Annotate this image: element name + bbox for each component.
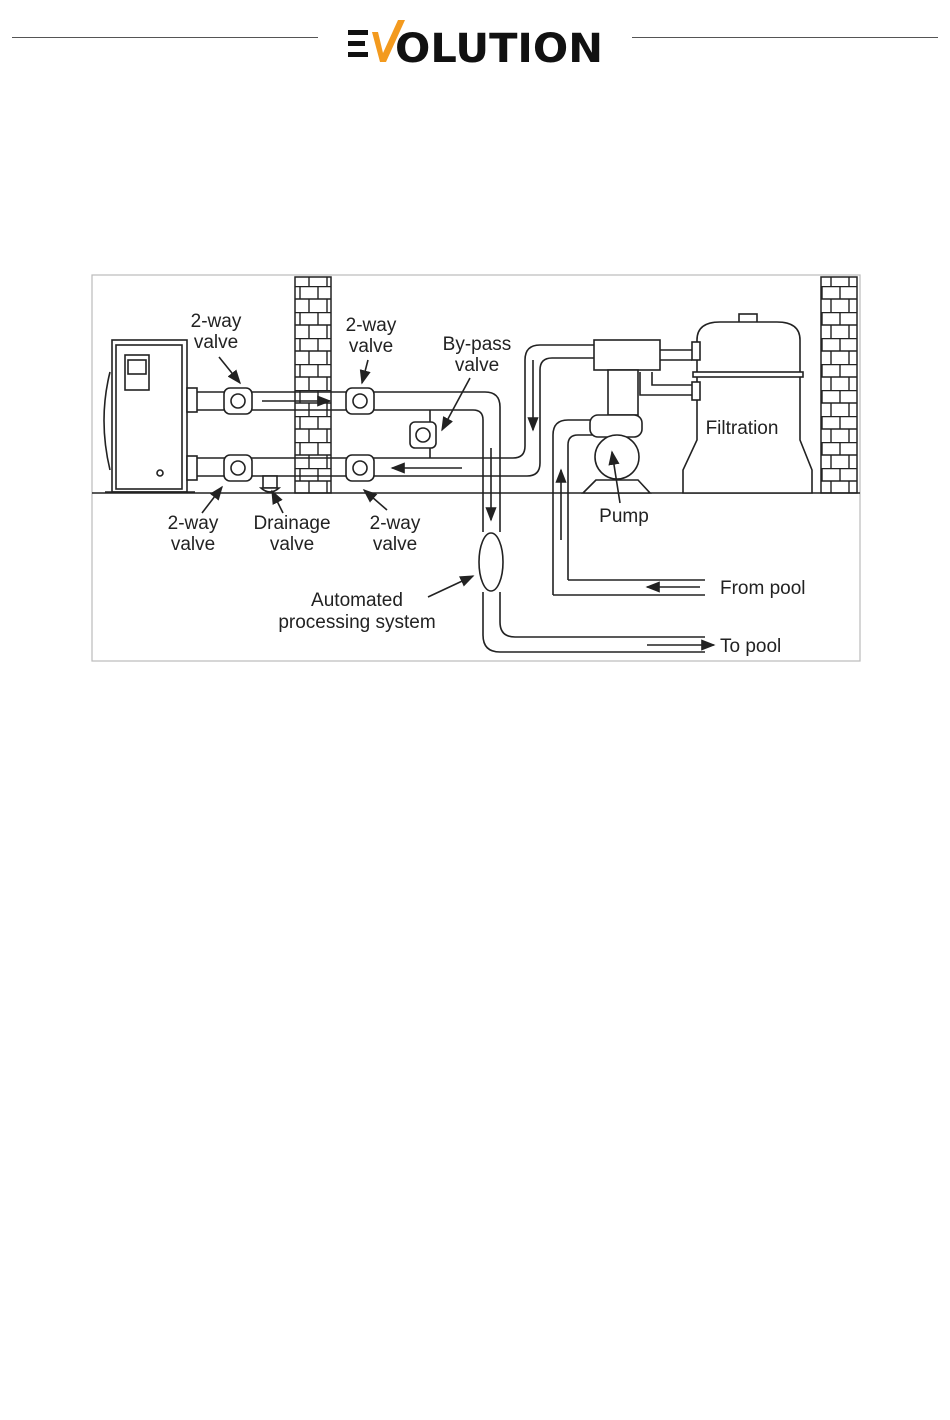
label-from-pool: From pool <box>720 578 806 599</box>
label-line: valve <box>455 355 499 376</box>
pump-icon <box>583 340 660 493</box>
bypass-valve-icon <box>410 422 436 448</box>
two-way-valve-bottom-right-icon <box>346 455 374 481</box>
label-line: processing system <box>278 612 435 633</box>
label-line: Drainage <box>253 513 330 534</box>
label-line: valve <box>373 534 417 555</box>
label-line: By-pass <box>443 334 512 355</box>
label-line: 2-way <box>191 311 242 332</box>
drainage-valve-icon <box>261 476 279 492</box>
label-line: 2-way <box>168 513 219 534</box>
brick-wall-left <box>295 277 331 493</box>
heat-pump-unit <box>104 340 197 492</box>
brick-wall-right <box>821 277 857 493</box>
label-line: valve <box>270 534 314 555</box>
label-to-pool: To pool <box>720 636 781 657</box>
label-filtration: Filtration <box>706 418 779 439</box>
two-way-valve-top-left-icon <box>224 388 252 414</box>
label-line: valve <box>349 336 393 357</box>
two-way-valve-bottom-left-icon <box>224 455 252 481</box>
automated-processing-system-icon <box>479 533 503 591</box>
label-line: valve <box>194 332 238 353</box>
label-line: Automated <box>311 590 403 611</box>
label-line: 2-way <box>370 513 421 534</box>
label-line: 2-way <box>346 315 397 336</box>
two-way-valve-top-right-icon <box>346 388 374 414</box>
filtration-tank-icon <box>683 314 812 493</box>
label-pump: Pump <box>599 506 649 527</box>
label-line: valve <box>171 534 215 555</box>
